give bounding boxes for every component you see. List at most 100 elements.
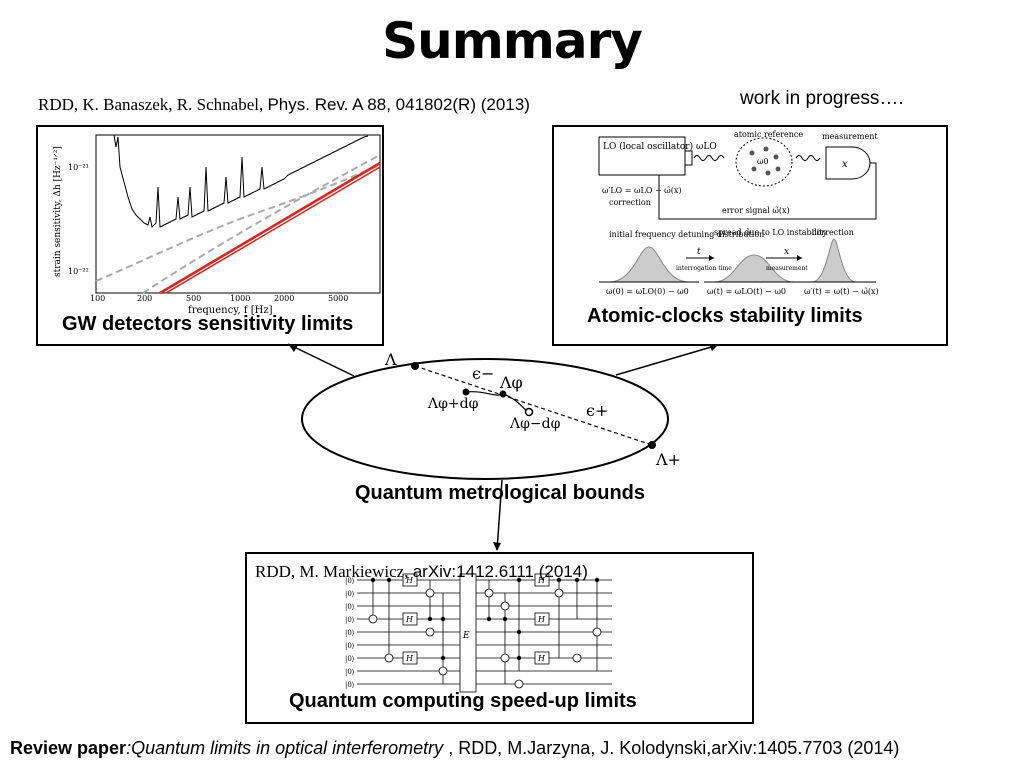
y-tick-2: 10⁻²² bbox=[68, 267, 89, 276]
svg-text:H: H bbox=[405, 654, 414, 663]
qc-panel-label: Quantum computing speed-up limits bbox=[289, 690, 637, 712]
correction-equation: ω′LO = ωLO − ω̃(x) bbox=[602, 186, 681, 195]
top-reference: RDD, K. Banaszek, R. Schnabel, Phys. Rev… bbox=[38, 95, 530, 115]
svg-text:|0⟩: |0⟩ bbox=[345, 616, 355, 624]
lambda-plus-label: Λ+ bbox=[655, 450, 681, 469]
svg-text:|0⟩: |0⟩ bbox=[345, 590, 355, 598]
top-reference-authors: RDD, K. Banaszek, R. Schnabel, bbox=[38, 95, 264, 114]
error-signal-label: error signal ω̃(x) bbox=[722, 206, 790, 215]
measurement-label-2: measurement bbox=[766, 265, 808, 272]
svg-text:H: H bbox=[537, 576, 546, 585]
cnot-targets bbox=[368, 588, 602, 689]
svg-text:H: H bbox=[405, 615, 414, 624]
hadamard-gates: H H H H H H bbox=[402, 573, 550, 665]
phi-plus-point bbox=[462, 388, 470, 396]
lambda-phi-plus-label: Λφ+dφ bbox=[427, 396, 479, 412]
y-axis-label: strain sensitivity, Δh [Hz⁻¹ᐟ²] bbox=[53, 146, 63, 277]
phi-point bbox=[499, 390, 507, 398]
equation-3: ω′(t) = ω(t) − ω̃(x) bbox=[804, 287, 879, 296]
measurement-device bbox=[825, 146, 871, 180]
work-in-progress-note: work in progress…. bbox=[740, 88, 904, 109]
plot-frame bbox=[95, 134, 381, 294]
svg-text:|0⟩: |0⟩ bbox=[345, 642, 355, 650]
interrogation-time-label: interrogation time bbox=[676, 265, 732, 272]
quantum-computing-panel: E H H H H H H |0⟩|0⟩ |0⟩|0⟩ |0⟩|0⟩ |0⟩|0… bbox=[245, 552, 754, 724]
gw-panel-label: GW detectors sensitivity limits bbox=[62, 313, 354, 335]
gw-detectors-panel: 10⁻²¹ 10⁻²² 100 200 500 1000 2000 5000 f… bbox=[36, 125, 384, 346]
footer-authors: , RDD, M.Jarzyna, J. Kolodynski,arXiv:14… bbox=[448, 738, 900, 758]
atomic-clocks-panel: LO (local oscillator) ωLO atomic referen… bbox=[552, 125, 948, 346]
e-box-label: E bbox=[462, 631, 470, 641]
atomic-reference-label: atomic reference bbox=[734, 130, 803, 139]
dashed-curve-1 bbox=[95, 164, 381, 282]
corrected-distribution bbox=[811, 238, 857, 283]
equation-1: ω(0) = ωLO(0) − ω0 bbox=[606, 287, 689, 296]
lambda-plus-point bbox=[648, 441, 656, 449]
svg-text:|0⟩: |0⟩ bbox=[345, 603, 355, 611]
red-limit-line-1 bbox=[159, 161, 381, 295]
lambda-label: Λ bbox=[384, 350, 397, 369]
lambda-point bbox=[411, 362, 419, 370]
correction-label: correction bbox=[609, 198, 651, 207]
svg-text:H: H bbox=[537, 654, 546, 663]
eps-minus-label: ϵ− bbox=[472, 364, 494, 383]
atomic-reference-cloud bbox=[735, 137, 793, 187]
svg-text:H: H bbox=[405, 576, 414, 585]
omega-lo-label: ωLO bbox=[696, 142, 717, 152]
lambda-phi-minus-label: Λφ−dφ bbox=[509, 416, 561, 432]
lambda-phi-label: Λφ bbox=[499, 373, 523, 392]
x-tick-500: 500 bbox=[186, 294, 201, 303]
spread-distribution bbox=[713, 254, 795, 283]
svg-text:|0⟩: |0⟩ bbox=[345, 668, 355, 676]
svg-text:|0⟩: |0⟩ bbox=[345, 655, 355, 663]
qc-reference-arxiv: arXiv:1412.6111 (2014) bbox=[412, 562, 588, 581]
x-tick-1000: 1000 bbox=[230, 294, 250, 303]
review-paper-footer: Review paper:Quantum limits in optical i… bbox=[10, 738, 899, 759]
x-tick-100: 100 bbox=[90, 294, 105, 303]
x-tick-2000: 2000 bbox=[274, 294, 294, 303]
top-reference-journal: Phys. Rev. A 88, 041802(R) (2013) bbox=[267, 95, 530, 114]
qc-reference-authors: RDD, M. Markiewicz, bbox=[255, 562, 409, 581]
atomic-clock-diagram: LO (local oscillator) ωLO atomic referen… bbox=[598, 130, 879, 296]
control-dots bbox=[370, 577, 600, 661]
omega0-label: ω0 bbox=[757, 157, 769, 166]
initial-detuning-label: initial frequency detuning distribution bbox=[609, 230, 764, 239]
t-label: t bbox=[697, 247, 701, 257]
phi-minus-point bbox=[524, 407, 534, 417]
x-label-2: x bbox=[784, 247, 789, 257]
footer-paper-title: :Quantum limits in optical interferometr… bbox=[126, 738, 449, 758]
arrow-to-gw bbox=[287, 343, 355, 377]
lo-label: LO (local oscillator) bbox=[603, 141, 693, 152]
y-tick-1: 10⁻²¹ bbox=[68, 163, 89, 172]
arrow-to-clock bbox=[615, 344, 719, 376]
gw-sensitivity-plot: 10⁻²¹ 10⁻²² 100 200 500 1000 2000 5000 f… bbox=[53, 134, 381, 316]
eps-plus-label: ϵ+ bbox=[586, 401, 608, 420]
bounds-ellipse bbox=[301, 358, 669, 480]
wave-2 bbox=[795, 155, 821, 161]
dashed-curve-2 bbox=[142, 154, 381, 294]
svg-text:|0⟩: |0⟩ bbox=[345, 577, 355, 585]
x-label: x bbox=[842, 159, 848, 170]
wave-1 bbox=[693, 155, 725, 161]
quantum-circuit: E H H H H H H |0⟩|0⟩ |0⟩|0⟩ |0⟩|0⟩ |0⟩|0… bbox=[345, 573, 612, 693]
circuit-wires bbox=[357, 579, 612, 685]
initial-distribution bbox=[608, 246, 690, 283]
equation-2: ω(t) = ωLO(t) − ω0 bbox=[707, 287, 786, 296]
svg-text:|0⟩: |0⟩ bbox=[345, 629, 355, 637]
arrow-to-qc bbox=[496, 479, 503, 551]
lo-box bbox=[598, 136, 686, 176]
x-tick-200: 200 bbox=[137, 294, 152, 303]
qc-reference: RDD, M. Markiewicz, arXiv:1412.6111 (201… bbox=[255, 562, 588, 582]
noise-curve bbox=[113, 134, 369, 229]
x-axis-label: frequency, f [Hz] bbox=[188, 305, 273, 316]
svg-text:|0⟩: |0⟩ bbox=[345, 681, 355, 689]
spread-label: spread due to LO instability bbox=[714, 228, 828, 237]
svg-text:H: H bbox=[537, 615, 546, 624]
feedback-loop bbox=[658, 162, 877, 220]
correction-label-2: correction bbox=[812, 228, 854, 237]
ket-labels: |0⟩ |0⟩ |0⟩ |0⟩ |0⟩ |0⟩ |0⟩ |0⟩ |0⟩ bbox=[345, 577, 355, 689]
x-tick-5000: 5000 bbox=[328, 294, 348, 303]
page-title: Summary bbox=[382, 12, 643, 70]
red-limit-line-2 bbox=[165, 166, 381, 294]
